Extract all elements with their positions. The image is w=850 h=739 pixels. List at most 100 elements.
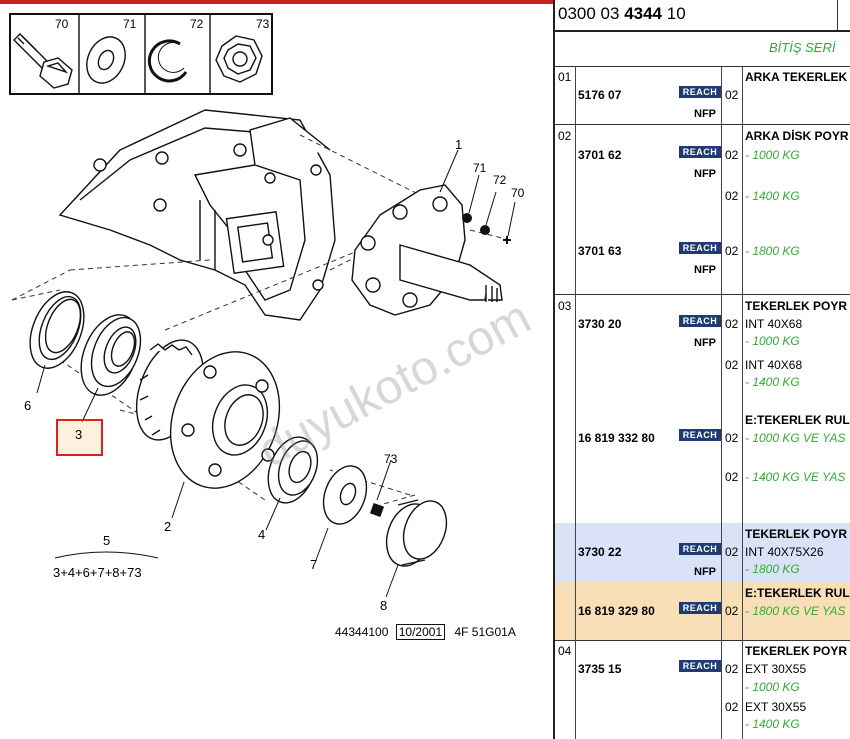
reach-badge: REACH (679, 315, 721, 327)
part-description[interactable]: TEKERLEK POYR (745, 299, 848, 313)
cap-8-drawing (385, 499, 448, 567)
reach-badge: REACH (679, 543, 721, 555)
callout-71[interactable]: 71 (473, 161, 487, 175)
group-num: 02 (558, 129, 572, 143)
qty: 02 (725, 189, 739, 203)
part-description[interactable]: E:TEKERLEK RUL (745, 586, 850, 600)
part-spec: INT 40X68 (745, 358, 803, 372)
callout-3[interactable]: 3 (75, 427, 83, 442)
catalog-header: 0300 03 4344 10 (555, 0, 850, 32)
callout-72[interactable]: 72 (493, 173, 507, 187)
bolt-70-drawing (13, 33, 73, 89)
ref-suffix: 10 (666, 4, 686, 23)
group-formula: 3+4+6+7+8+73 (53, 565, 142, 580)
group-03 (555, 294, 850, 641)
variant-note: - 1400 KG (745, 375, 800, 389)
callout-1[interactable]: 1 (455, 137, 463, 152)
qty: 02 (725, 662, 739, 676)
part-spec: EXT 30X55 (745, 700, 807, 714)
nfp-label: NFP (694, 264, 716, 276)
label-72[interactable]: 72 (190, 17, 204, 31)
callout-4[interactable]: 4 (258, 527, 266, 542)
diagram-footer: 44344100 10/2001 4F 51G01A (335, 624, 516, 640)
variant-note: - 1400 KG (745, 717, 800, 731)
panel-divider (553, 0, 555, 739)
variant-note: - 1800 KG VE YAS (745, 604, 846, 618)
label-73[interactable]: 73 (256, 17, 270, 31)
series-label: BİTİŞ SERİ (769, 40, 836, 55)
part-number[interactable]: 3701 62 (578, 148, 622, 162)
group-number[interactable]: 5 (103, 533, 111, 548)
part-number[interactable]: 3701 63 (578, 244, 622, 258)
label-71[interactable]: 71 (123, 17, 137, 31)
qty: 02 (725, 244, 739, 258)
nfp-label: NFP (694, 108, 716, 120)
part-spec: EXT 30X55 (745, 662, 807, 676)
footer-ref: 4F 51G01A (454, 625, 516, 639)
variant-note: - 1400 KG (745, 189, 800, 203)
qty: 02 (725, 604, 739, 618)
reach-badge: REACH (679, 146, 721, 158)
ref-prefix: 0300 03 (558, 4, 620, 23)
variant-note: - 1000 KG VE YAS (745, 431, 846, 445)
header-divider (837, 0, 838, 30)
part-description[interactable]: E:TEKERLEK RUL (745, 413, 850, 427)
catalog-ref: 0300 03 4344 10 (558, 4, 686, 24)
footer-date: 10/2001 (395, 624, 446, 640)
part-description[interactable]: ARKA DİSK POYR (745, 129, 849, 143)
callout-7[interactable]: 7 (310, 557, 318, 572)
qty: 02 (725, 148, 739, 162)
top-red-bar (0, 0, 553, 4)
seal-6-drawing (29, 291, 85, 369)
col-line-qty (742, 66, 743, 739)
col-line-num (575, 66, 576, 739)
axle-bracket-drawing (58, 109, 336, 321)
variant-note: - 1000 KG (745, 334, 800, 348)
nut-73-drawing (215, 35, 263, 83)
part-spec: INT 40X68 (745, 317, 803, 331)
small-parts-box (9, 13, 273, 95)
catalog-panel: 0300 03 4344 10 BİTİŞ SERİ 01 5176 07 RE… (555, 0, 850, 739)
nfp-label: NFP (694, 168, 716, 180)
variant-note: - 1800 KG (745, 244, 800, 258)
part-number[interactable]: 3730 20 (578, 317, 622, 331)
part-number[interactable]: 5176 07 (578, 88, 622, 102)
group-num: 01 (558, 70, 572, 84)
nfp-label: NFP (694, 566, 716, 578)
variant-note: - 1000 KG (745, 680, 800, 694)
variant-note: - 1000 KG (745, 148, 800, 162)
reach-badge: REACH (679, 429, 721, 441)
callout-8[interactable]: 8 (380, 598, 388, 613)
col-line-part (721, 66, 722, 739)
callout-70[interactable]: 70 (511, 186, 525, 200)
part-description[interactable]: TEKERLEK POYR (745, 644, 848, 658)
qty: 02 (725, 545, 739, 559)
part-number[interactable]: 3735 15 (578, 662, 622, 676)
part-number[interactable]: 16 819 332 80 (578, 431, 655, 445)
qty: 02 (725, 470, 739, 484)
label-70[interactable]: 70 (55, 17, 69, 31)
nut-73-small-drawing (369, 502, 385, 518)
group-num: 04 (558, 644, 572, 658)
part-number[interactable]: 16 819 329 80 (578, 604, 655, 618)
series-header: BİTİŞ SERİ (555, 32, 850, 67)
callout-6[interactable]: 6 (24, 398, 32, 413)
reach-badge: REACH (679, 660, 721, 672)
qty: 02 (725, 431, 739, 445)
nfp-label: NFP (694, 337, 716, 349)
qty: 02 (725, 317, 739, 331)
callout-73[interactable]: 73 (384, 452, 398, 466)
diagram-drawing (9, 13, 516, 598)
callout-2[interactable]: 2 (164, 519, 172, 534)
part-spec: INT 40X75X26 (745, 545, 824, 559)
part-description[interactable]: TEKERLEK POYR (745, 527, 848, 541)
group-02 (555, 124, 850, 295)
hub-2-drawing (135, 339, 281, 489)
group-01 (555, 66, 850, 125)
washer-71-drawing (86, 36, 126, 84)
ref-bold: 4344 (624, 4, 663, 23)
part-number[interactable]: 3730 22 (578, 545, 622, 559)
reach-badge: REACH (679, 86, 721, 98)
parts-diagram: 70 71 72 73 1 71 72 70 6 3 2 4 73 7 8 5 … (0, 0, 553, 640)
part-description[interactable]: ARKA TEKERLEK (745, 70, 848, 84)
